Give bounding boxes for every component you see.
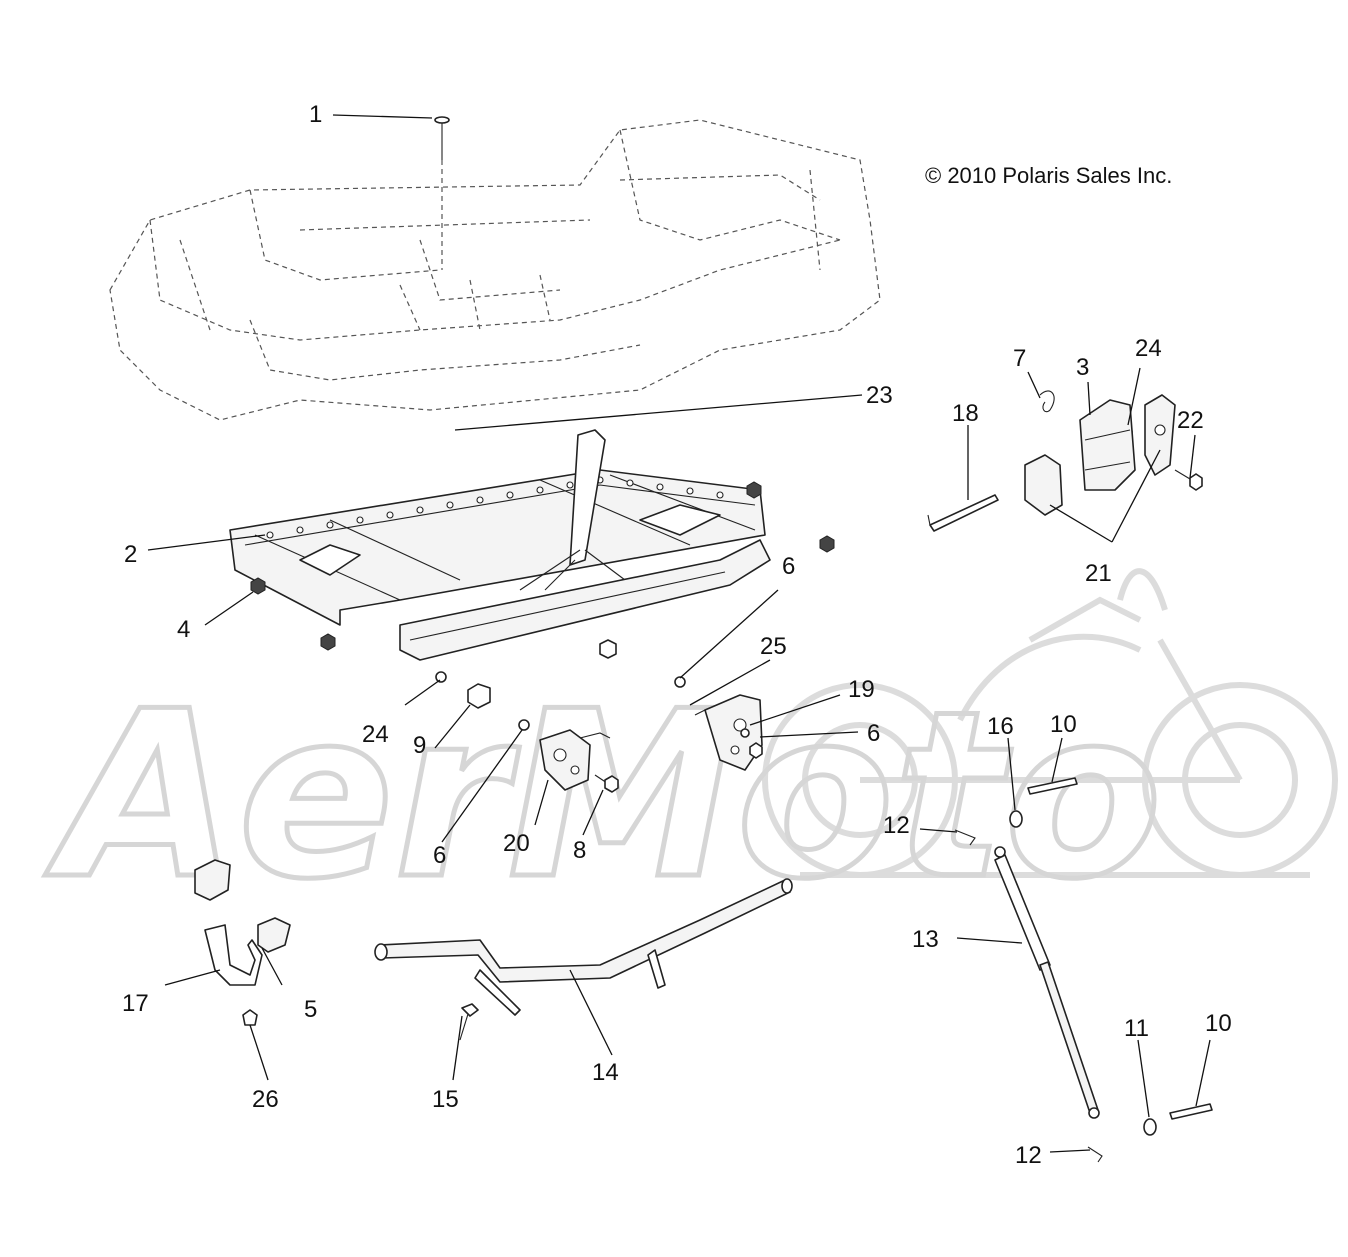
- callout-3: 3: [1076, 354, 1089, 381]
- callout-11: 11: [1124, 1015, 1149, 1042]
- part-cushion-5b: [257, 917, 291, 953]
- part-fastener-26: [242, 1009, 258, 1026]
- part-rod-18: [927, 494, 999, 532]
- part-strut-13: [994, 846, 1100, 1119]
- callout-23: 23: [866, 382, 893, 409]
- part-pin-10a: [1027, 777, 1078, 795]
- watermark-motorcycle: [762, 568, 1338, 878]
- part-clip-7: [1039, 390, 1055, 413]
- part-bolt-15: [459, 1003, 479, 1041]
- callout-10-bottom: 10: [1205, 1010, 1232, 1037]
- part-clip-12b: [1087, 1146, 1103, 1163]
- callout-18: 18: [952, 400, 979, 427]
- part-washer-11: [1143, 1118, 1157, 1136]
- callout-26: 26: [252, 1086, 279, 1113]
- callout-17: 17: [122, 990, 149, 1017]
- part-clip-12a: [954, 829, 976, 846]
- part-bracket-21: [1024, 394, 1176, 516]
- callout-5: 5: [304, 996, 317, 1023]
- callout-2: 2: [124, 541, 137, 568]
- part-frame-2: [229, 469, 766, 626]
- part-latch-3: [1079, 399, 1136, 491]
- callout-15: 15: [432, 1086, 459, 1113]
- callout-10-top: 10: [1050, 711, 1077, 738]
- copyright-text: © 2010 Polaris Sales Inc.: [925, 163, 1172, 188]
- callout-24-bottom: 24: [362, 721, 389, 748]
- cargo-box: [109, 119, 881, 421]
- callout-19: 19: [848, 676, 875, 703]
- callout-6-top: 6: [782, 553, 795, 580]
- part-bolt-22: [1174, 469, 1203, 491]
- part-bolt-1: [434, 116, 450, 270]
- callout-12-bottom: 12: [1015, 1142, 1042, 1169]
- callout-7: 7: [1013, 345, 1026, 372]
- callout-13: 13: [912, 926, 939, 953]
- callout-4: 4: [177, 616, 190, 643]
- callout-6-right: 6: [867, 720, 880, 747]
- part-bracket-17: [204, 924, 263, 986]
- part-cross-tube: [399, 539, 771, 661]
- part-latch-20: [539, 729, 611, 791]
- callout-14: 14: [592, 1059, 619, 1086]
- part-support-23: [519, 429, 626, 591]
- frame-holes: [266, 476, 724, 539]
- callout-25: 25: [760, 633, 787, 660]
- callout-20: 20: [503, 830, 530, 857]
- part-tube-14: [374, 878, 793, 1016]
- part-cushion-5a: [194, 859, 231, 901]
- callout-6-bottom: 6: [433, 842, 446, 869]
- callout-1: 1: [309, 101, 322, 128]
- callout-22: 22: [1177, 407, 1204, 434]
- part-bolt-8: [594, 774, 619, 793]
- part-latch-19: [694, 694, 763, 771]
- part-washer-16: [1009, 810, 1023, 828]
- part-bumper-9: [467, 639, 617, 709]
- callout-24-top: 24: [1135, 335, 1162, 362]
- part-pin-10b: [1169, 1103, 1213, 1120]
- callout-9: 9: [413, 732, 426, 759]
- watermark-text: AerMoto: [45, 663, 1162, 930]
- callout-21: 21: [1085, 560, 1112, 587]
- callout-labels: 1 2 3 4 5 6 6 6 7 8 9 10 10 11 12 12 13 …: [122, 101, 1232, 1169]
- callout-8: 8: [573, 837, 586, 864]
- watermark: AerMoto: [43, 568, 1338, 933]
- leader-lines: [147, 114, 1211, 1153]
- part-nuts-4: [250, 481, 835, 651]
- callout-16: 16: [987, 713, 1014, 740]
- callout-12-top: 12: [883, 812, 910, 839]
